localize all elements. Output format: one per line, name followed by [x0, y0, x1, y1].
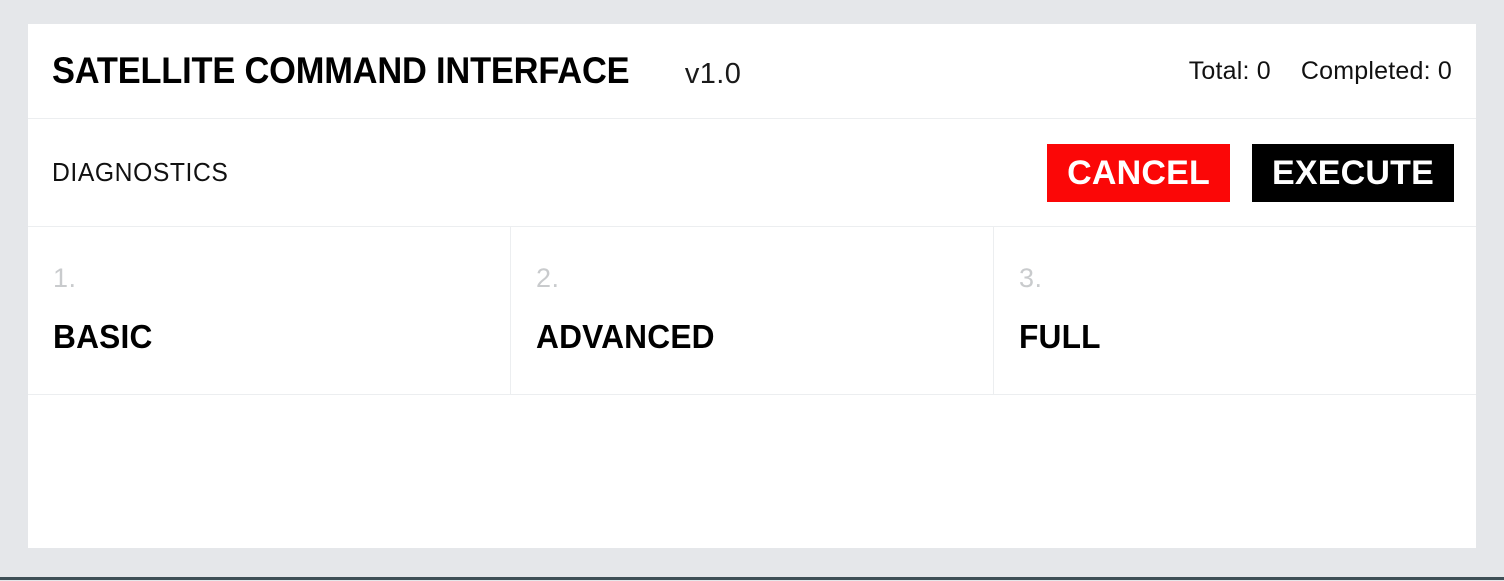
page-title: SATELLITE COMMAND INTERFACE: [52, 50, 630, 91]
stat-total: Total: 0: [1188, 56, 1271, 85]
command-output-area: [28, 395, 1476, 547]
bottom-rule: [0, 577, 1504, 580]
toolbar-actions: CANCEL EXECUTE: [1047, 143, 1454, 202]
option-index: 3.: [1019, 263, 1043, 293]
option-index: 1.: [53, 263, 77, 293]
option-label: FULL: [1019, 318, 1101, 355]
stat-completed: Completed: 0: [1300, 56, 1452, 85]
panel-header: SATELLITE COMMAND INTERFACE v1.0 Total: …: [28, 24, 1476, 119]
title-group: SATELLITE COMMAND INTERFACE v1.0: [52, 50, 741, 92]
header-stats: Total: 0 Completed: 0: [1189, 57, 1452, 86]
option-label: ADVANCED: [536, 318, 715, 355]
option-index: 2.: [536, 263, 560, 293]
execute-button[interactable]: EXECUTE: [1252, 143, 1454, 202]
option-card-full[interactable]: 3. FULL: [994, 227, 1476, 394]
command-category-label: DIAGNOSTICS: [52, 157, 229, 187]
command-interface-panel: SATELLITE COMMAND INTERFACE v1.0 Total: …: [28, 24, 1476, 548]
command-toolbar: DIAGNOSTICS CANCEL EXECUTE: [28, 119, 1476, 227]
option-list: 1. BASIC 2. ADVANCED 3. FULL: [28, 227, 1476, 395]
option-card-basic[interactable]: 1. BASIC: [28, 227, 511, 394]
option-card-advanced[interactable]: 2. ADVANCED: [511, 227, 994, 394]
cancel-button[interactable]: CANCEL: [1047, 143, 1230, 202]
version-label: v1.0: [684, 58, 742, 90]
option-label: BASIC: [53, 318, 153, 355]
